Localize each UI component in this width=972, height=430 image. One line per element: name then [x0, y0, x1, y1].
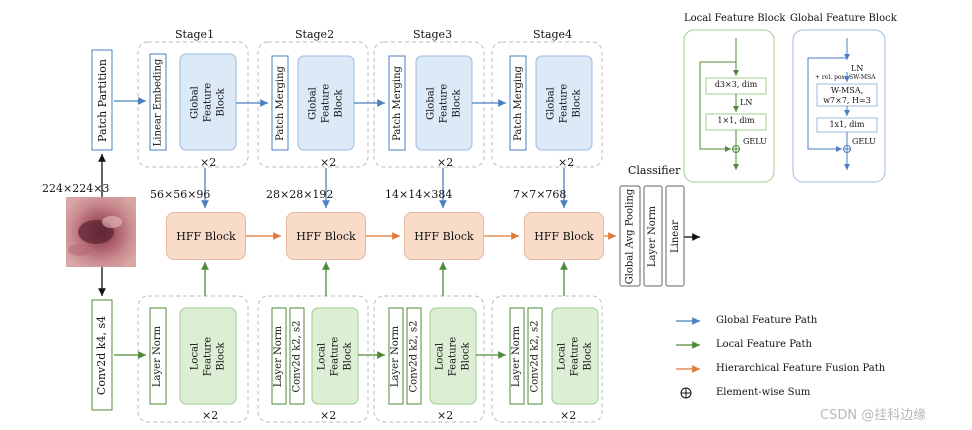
patch-partition-label: Patch Partition: [95, 58, 109, 142]
conv-down-label: Conv2d k2, s2: [408, 320, 420, 392]
patch-merging-label: Patch Merging: [274, 65, 286, 141]
repeat-bottom-1: ×2: [202, 409, 219, 422]
conv-down-label: Conv2d k2, s2: [529, 320, 541, 392]
local-feature-block-3: Local Feature Block: [430, 308, 476, 404]
patch-merging-2: Patch Merging: [272, 56, 288, 150]
resolution-2: 28×28×192: [266, 188, 334, 201]
watermark: CSDN @挂科边缘: [820, 408, 927, 423]
local-feature-block-2: Local Feature Block: [312, 308, 358, 404]
conv-stem: Conv2d k4, s4: [92, 300, 112, 410]
global-feature-block-label: Global Feature Block: [425, 83, 463, 123]
local-detail-ln: LN: [740, 98, 753, 107]
repeat-top-4: ×2: [558, 156, 575, 169]
repeat-top-1: ×2: [200, 156, 217, 169]
conv-down-3: Conv2d k2, s2: [407, 308, 421, 404]
layer-norm-2: Layer Norm: [272, 308, 286, 404]
classifier-gap: Global Avg Pooling: [620, 186, 640, 286]
global-avg-pooling-label: Global Avg Pooling: [624, 188, 636, 284]
patch-merging-3: Patch Merging: [389, 56, 405, 150]
layer-norm-label: Layer Norm: [152, 325, 164, 387]
stage1-title: Stage1: [175, 28, 215, 41]
conv-down-4: Conv2d k2, s2: [528, 308, 542, 404]
layer-norm-1: Layer Norm: [150, 308, 166, 404]
local-feature-block-label: Local Feature Block: [316, 336, 354, 376]
input-size-label: 224×224×3: [42, 182, 110, 195]
global-detail-ln: LN: [851, 64, 864, 73]
repeat-top-3: ×2: [437, 156, 454, 169]
global-detail-fc: 1x1, dim: [829, 120, 865, 129]
linear-embedding-label: Linear Embeding: [152, 58, 164, 146]
patch-partition: Patch Partition: [92, 50, 112, 150]
legend: [676, 317, 700, 399]
local-detail-panel: [683, 29, 775, 183]
global-detail-sw-msa: SW-MSA: [849, 74, 876, 81]
linear-embedding: Linear Embeding: [150, 54, 166, 150]
legend-element-sum: Element-wise Sum: [716, 387, 811, 398]
patch-merging-label: Patch Merging: [512, 65, 524, 141]
conv-down-2: Conv2d k2, s2: [290, 308, 304, 404]
global-detail-gelu: GELU: [852, 137, 876, 146]
local-feature-block-1: Local Feature Block: [180, 308, 236, 404]
hff-block-4: HFF Block: [524, 212, 604, 260]
hff-block-2: HFF Block: [286, 212, 366, 260]
global-detail-attn-2: w7×7, H=3: [823, 96, 871, 105]
local-detail-fc: 1×1, dim: [717, 116, 755, 125]
hff-block-3: HFF Block: [404, 212, 484, 260]
local-feature-block-label: Local Feature Block: [189, 336, 227, 376]
classifier-linear-label: Linear: [669, 219, 681, 253]
hff-block-1: HFF Block: [166, 212, 246, 260]
global-feature-block-2: Global Feature Block: [298, 56, 354, 150]
global-feature-block-4: Global Feature Block: [536, 56, 592, 150]
repeat-top-2: ×2: [320, 156, 337, 169]
global-detail-bias: + rel. pos.: [815, 74, 847, 81]
legend-global-path: Global Feature Path: [716, 315, 818, 326]
stage3-title: Stage3: [413, 28, 453, 41]
repeat-bottom-2: ×2: [320, 409, 337, 422]
patch-partition-box: [91, 49, 113, 151]
conv-down-label: Conv2d k2, s2: [291, 320, 303, 392]
global-feature-block-label: Global Feature Block: [545, 83, 583, 123]
input-image: [66, 197, 136, 267]
repeat-bottom-4: ×2: [560, 409, 577, 422]
layer-norm-3: Layer Norm: [389, 308, 403, 404]
conv-stem-label: Conv2d k4, s4: [95, 315, 109, 395]
repeat-bottom-3: ×2: [437, 409, 454, 422]
stage4-title: Stage4: [533, 28, 573, 41]
local-detail-gelu: GELU: [743, 137, 767, 146]
resolution-1: 56×56×96: [150, 188, 211, 201]
local-feature-block-4: Local Feature Block: [552, 308, 598, 404]
classifier-layer-norm: Layer Norm: [644, 186, 662, 286]
patch-merging-label: Patch Merging: [391, 65, 403, 141]
resolution-4: 7×7×768: [513, 188, 567, 201]
global-detail-title: Global Feature Block: [790, 13, 897, 24]
patch-merging-4: Patch Merging: [510, 56, 526, 150]
local-feature-block-label: Local Feature Block: [556, 336, 594, 376]
resolution-3: 14×14×384: [385, 188, 453, 201]
global-feature-block-label: Global Feature Block: [307, 83, 345, 123]
layer-norm-label: Layer Norm: [511, 325, 523, 387]
local-detail-conv: d3×3, dim: [714, 80, 758, 89]
classifier-layer-norm-label: Layer Norm: [647, 205, 659, 267]
global-detail-attn-1: W-MSA,: [830, 86, 864, 95]
conv-stem-box: [91, 299, 113, 411]
layer-norm-4: Layer Norm: [510, 308, 524, 404]
global-feature-block-label: Global Feature Block: [189, 82, 227, 122]
local-detail-title: Local Feature Block: [684, 13, 786, 24]
global-feature-block-3: Global Feature Block: [416, 56, 472, 150]
stage2-title: Stage2: [295, 28, 335, 41]
local-feature-block-label: Local Feature Block: [434, 336, 472, 376]
layer-norm-label: Layer Norm: [273, 325, 285, 387]
layer-norm-label: Layer Norm: [390, 325, 402, 387]
classifier-linear: Linear: [666, 186, 684, 286]
classifier-title: Classifier: [628, 164, 681, 177]
global-feature-block-1: Global Feature Block: [180, 54, 236, 150]
legend-fusion-path: Hierarchical Feature Fusion Path: [716, 363, 886, 374]
legend-local-path: Local Feature Path: [716, 339, 812, 350]
